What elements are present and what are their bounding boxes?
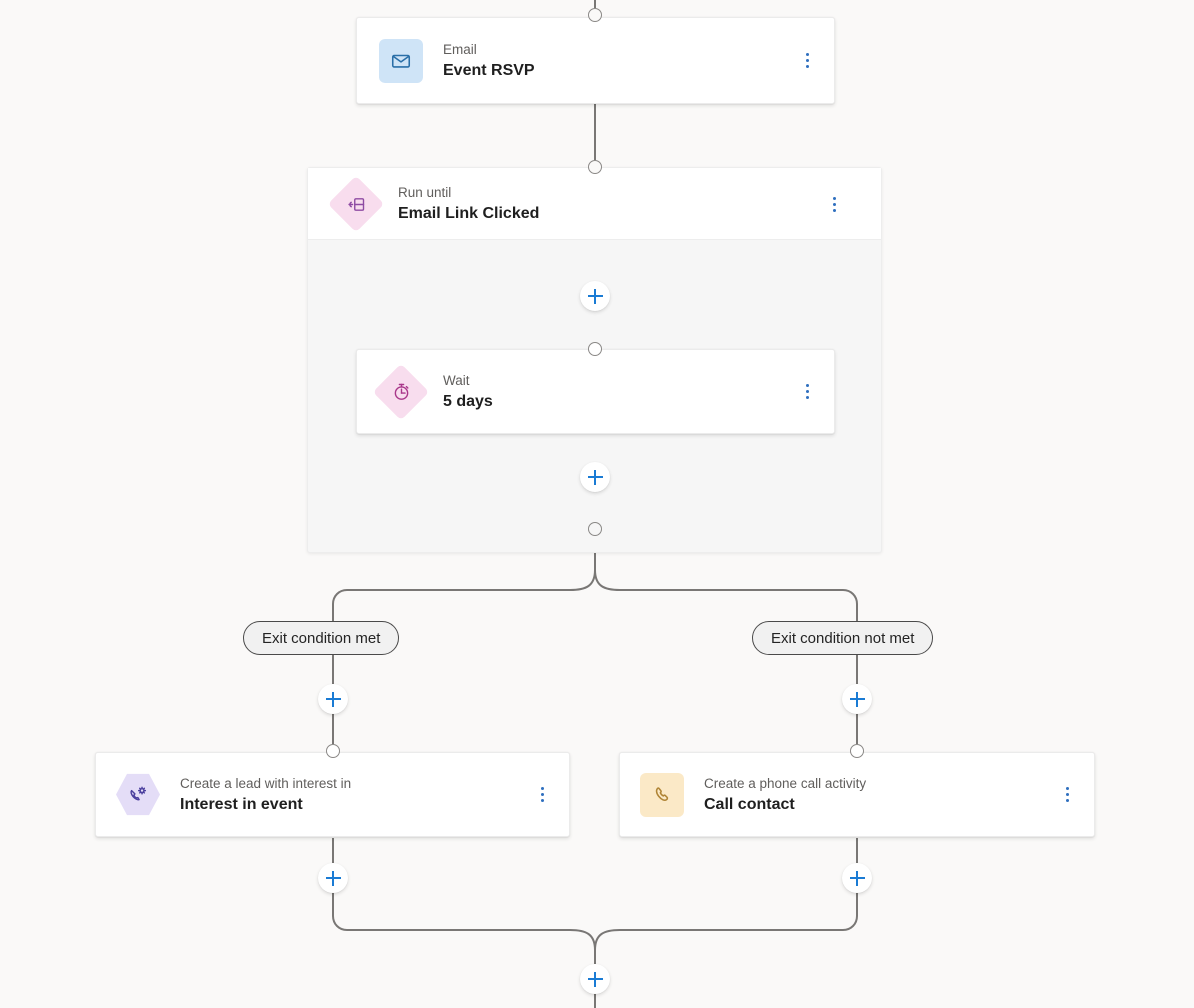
connector-node-scope-bottom [588,522,602,536]
card-subtitle: Email [443,41,477,57]
add-step-button-left-branch-top[interactable] [318,684,348,714]
phone-icon [651,784,673,806]
stopwatch-icon [391,381,412,402]
more-options-icon[interactable] [529,780,555,810]
card-icon-wrapper [116,773,160,817]
add-step-button-right-branch-bottom[interactable] [842,863,872,893]
add-step-button-scope-top[interactable] [580,281,610,311]
card-text: Create a phone call activity Call contac… [704,775,866,815]
add-step-button-right-branch-top[interactable] [842,684,872,714]
add-step-button-after-wait[interactable] [580,462,610,492]
card-icon-wrapper [327,175,385,233]
card-phone-call[interactable]: Create a phone call activity Call contac… [619,752,1095,837]
card-title: Interest in event [180,795,303,813]
exit-loop-icon [346,194,367,215]
phone-gear-icon [127,784,149,806]
card-icon-wrapper [379,38,423,83]
add-step-button-left-branch-bottom[interactable] [318,863,348,893]
branch-label-text: Exit condition not met [771,629,915,647]
more-options-icon[interactable] [821,189,847,219]
connector-node-wait-top [588,342,602,356]
card-subtitle: Run until [398,185,452,200]
connector-node-run-until-top [588,160,602,174]
card-subtitle: Create a lead with interest in [180,775,352,791]
branch-label-text: Exit condition met [262,629,381,647]
card-subtitle: Wait [443,372,470,388]
envelope-icon [390,50,412,72]
branch-label-exit-condition-met[interactable]: Exit condition met [243,621,400,655]
connector-node-call-top [850,744,864,758]
card-wait[interactable]: Wait 5 days [356,349,835,434]
card-title: Event RSVP [443,61,535,79]
run-until-scope-header [308,168,881,240]
card-icon-wrapper [640,772,684,817]
card-title: 5 days [443,392,493,410]
card-text: Wait 5 days [443,372,493,412]
card-subtitle: Create a phone call activity [704,775,867,791]
card-text: Email Event RSVP [443,41,535,81]
card-title: Email Link Clicked [398,205,540,222]
branch-label-exit-condition-not-met[interactable]: Exit condition not met [752,621,934,655]
add-step-button-after-merge[interactable] [580,964,610,994]
connector-node-top [588,8,602,22]
more-options-icon[interactable] [794,46,820,76]
card-icon-wrapper [372,363,430,420]
card-text: Create a lead with interest in Interest … [180,775,351,815]
more-options-icon[interactable] [1054,780,1080,810]
card-run-until[interactable]: Run until Email Link Clicked [308,168,881,240]
more-options-icon[interactable] [794,377,820,407]
card-create-lead[interactable]: Create a lead with interest in Interest … [95,752,570,837]
card-email[interactable]: Email Event RSVP [356,17,835,104]
card-title: Call contact [704,795,795,813]
card-text: Run until Email Link Clicked [398,184,539,224]
connector-node-lead-top [326,744,340,758]
